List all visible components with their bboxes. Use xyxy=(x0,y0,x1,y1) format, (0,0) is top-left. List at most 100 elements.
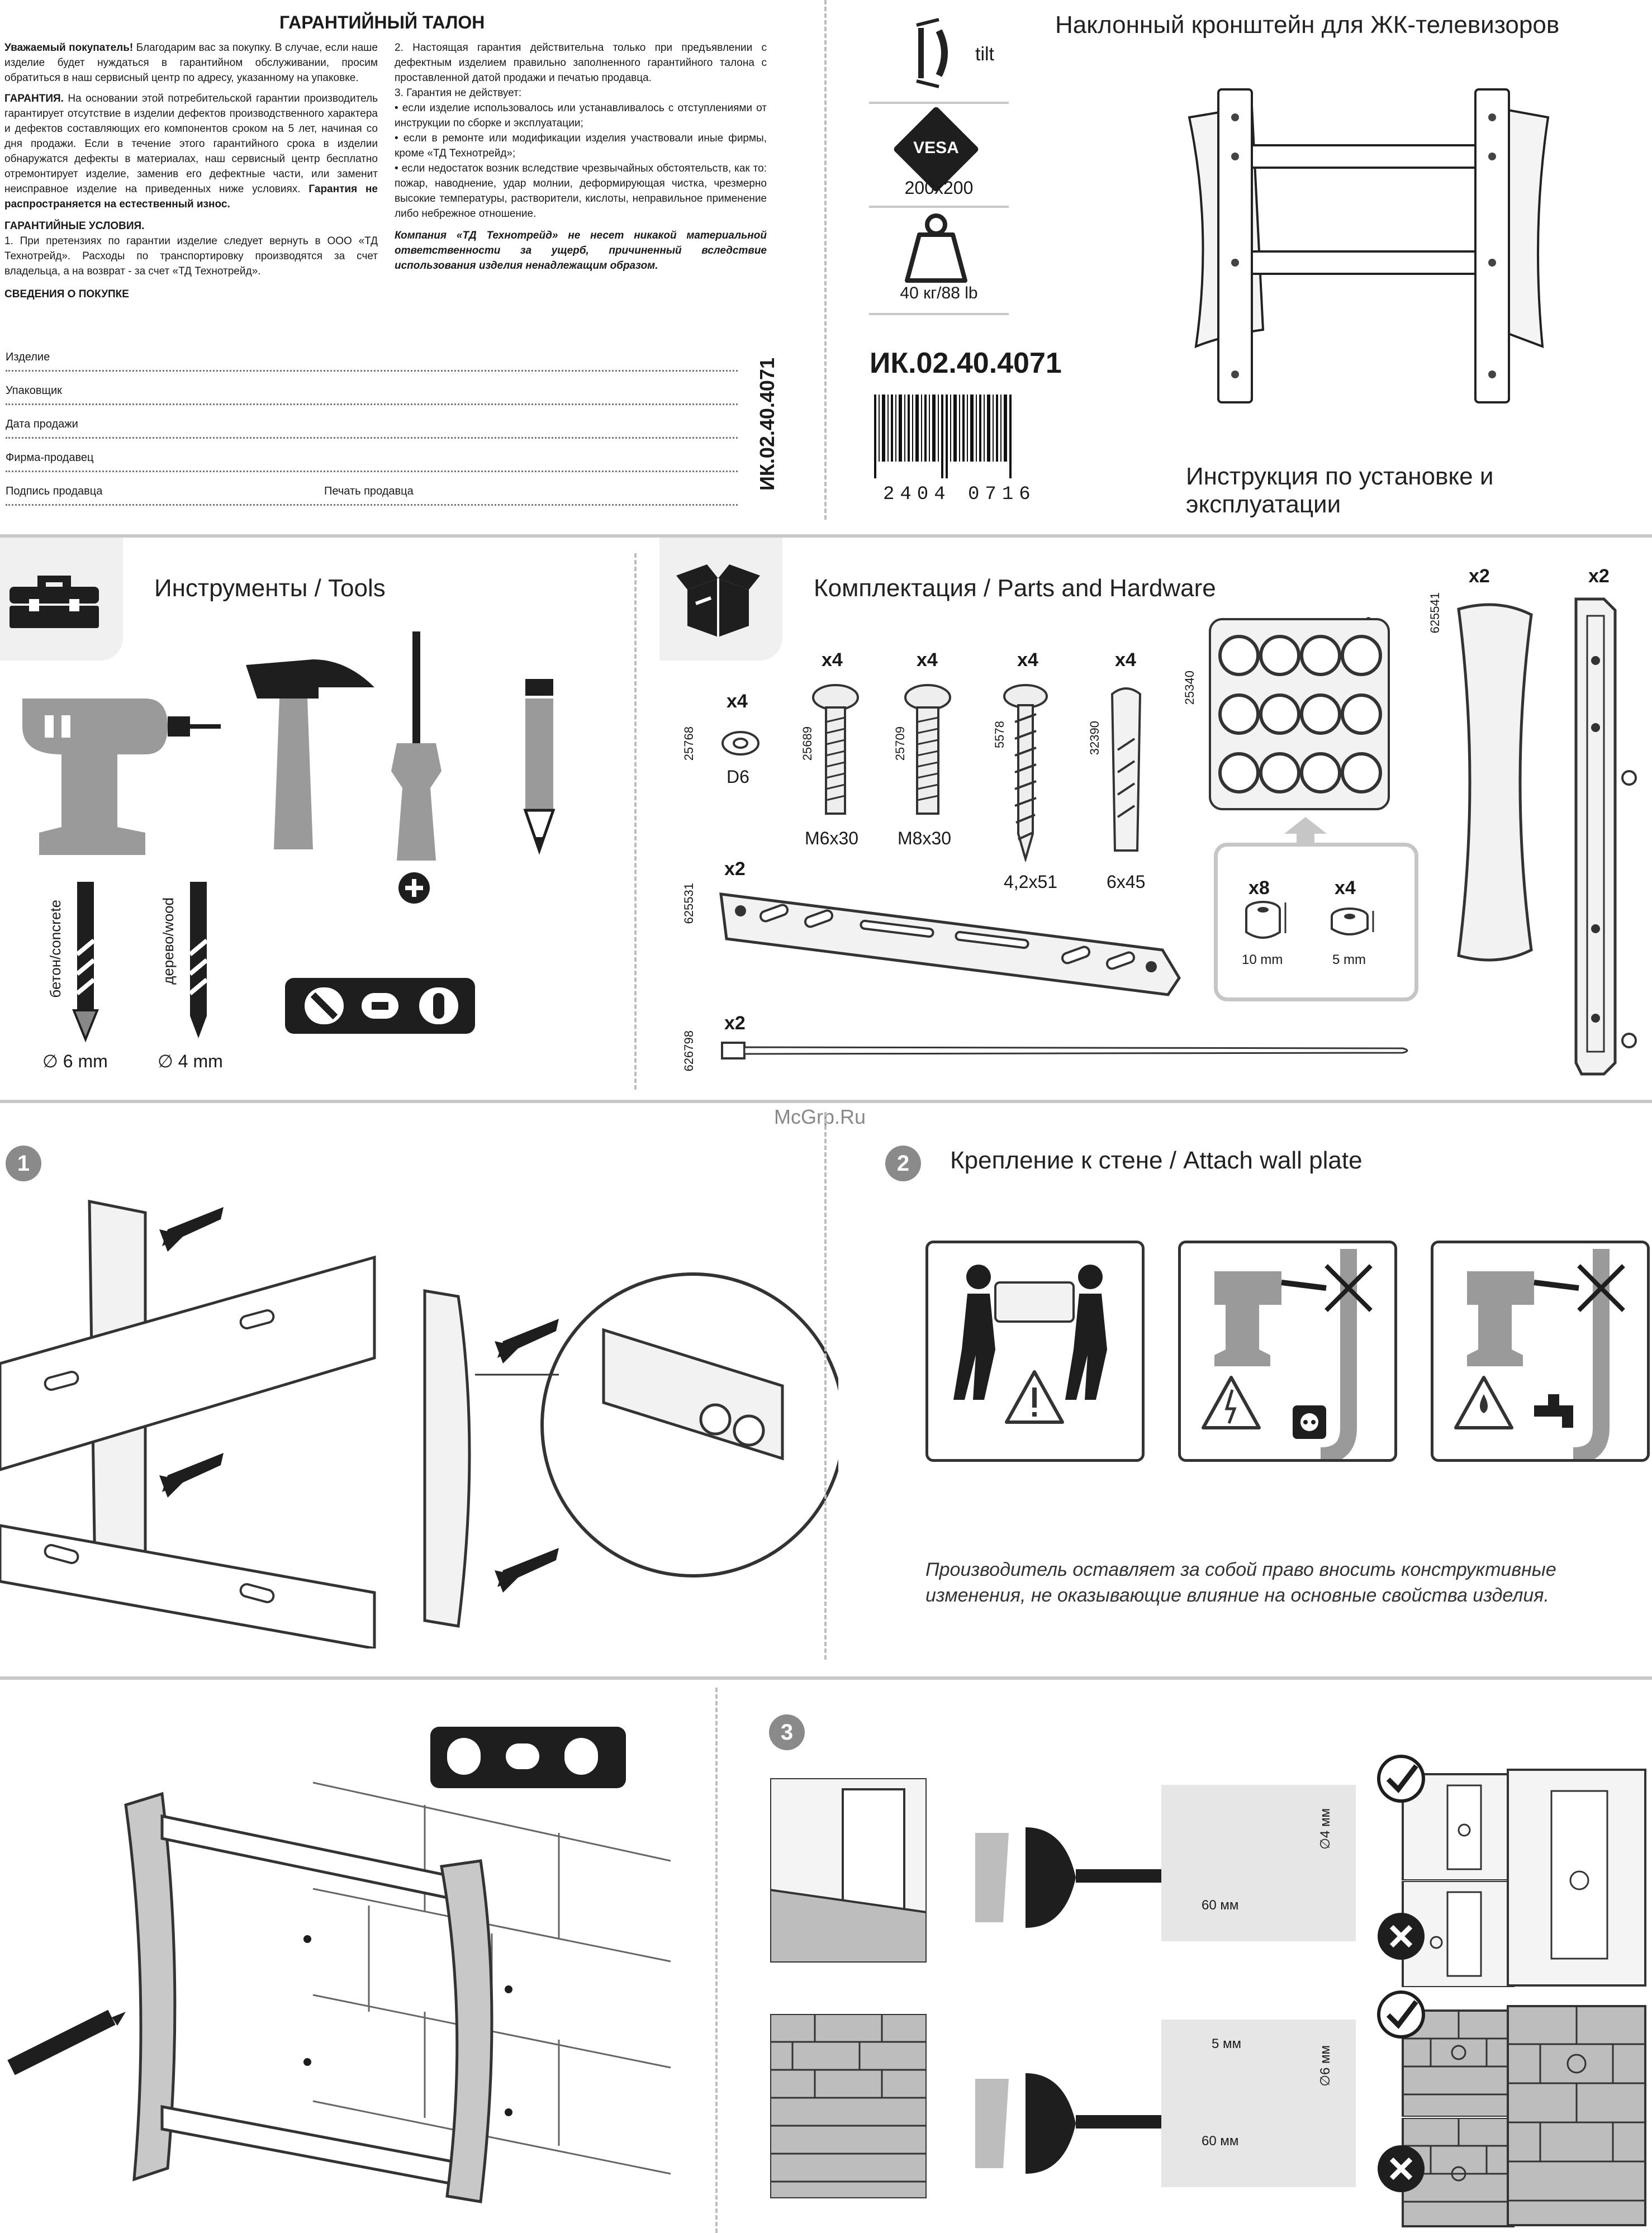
intro-text: Благодарим вас за покупку. В случае, есл… xyxy=(4,42,378,84)
top-vertical-separator xyxy=(824,0,827,520)
cable-tie-code: 626798 xyxy=(682,1030,696,1072)
brick-hole-area xyxy=(1161,2020,1356,2187)
step-2-note: Производитель оставляет за собой право в… xyxy=(925,1559,1556,1606)
tilt-label: tilt xyxy=(975,44,994,65)
model-code: ИК.02.40.4071 xyxy=(870,347,1062,379)
bolt-m6-icon xyxy=(812,684,859,815)
phillips-icon xyxy=(398,872,430,904)
arrow-up-icon xyxy=(1284,817,1327,845)
side-cover-code: 625541 xyxy=(1428,592,1442,634)
spacer-large-size: 5 mm xyxy=(1332,952,1366,967)
drill-concrete-size: ∅ 6 mm xyxy=(42,1051,108,1071)
brick-hole-diameter: ∅6 мм xyxy=(1318,2045,1333,2087)
warranty-left-column: Уважаемый покупатель! Благодарим вас за … xyxy=(4,40,378,302)
brick-offset: 5 мм xyxy=(1212,2036,1242,2051)
separator-2 xyxy=(0,1100,1652,1103)
no-drill-electric-icon xyxy=(1202,1249,1373,1464)
box-icon xyxy=(676,564,760,637)
barcode xyxy=(874,395,1012,478)
wood-stud-icon xyxy=(770,1778,927,1963)
cable-tie-icon xyxy=(721,1042,1408,1060)
step-2-badge: 2 xyxy=(885,1146,921,1181)
brick-result-panel xyxy=(1507,2005,1646,2226)
wood-hole-area xyxy=(1161,1785,1356,1941)
drill-wood-label: дерево/wood xyxy=(160,897,177,985)
spacer-small-icon xyxy=(1245,901,1287,939)
cover-subtitle: Инструкция по установке и эксплуатации xyxy=(1186,463,1494,518)
spacer-detail-panel xyxy=(1214,843,1418,1001)
field-packer[interactable]: Упаковщик xyxy=(6,384,738,405)
step-1-illustration xyxy=(0,1199,838,1648)
parts-heading: Комплектация / Parts and Hardware xyxy=(814,574,1216,602)
pencil-icon xyxy=(523,679,556,855)
spec-divider-2 xyxy=(869,206,1009,208)
anchor-code: 32390 xyxy=(1088,721,1102,756)
washer-icon xyxy=(721,731,759,756)
anchor-label: 6x45 xyxy=(1107,872,1146,892)
bottom-vertical-separator xyxy=(715,1688,718,2233)
wall-rail-code: 625531 xyxy=(682,883,696,924)
condition-2: 2. Настоящая гарантия действительна толь… xyxy=(395,42,767,84)
drill-wood-size: ∅ 4 mm xyxy=(158,1051,223,1071)
bolt-m8-label: M8x30 xyxy=(898,828,952,848)
spacer-large-icon xyxy=(1331,908,1374,935)
wood-drill-bit-icon xyxy=(188,882,208,1038)
field-sale-date[interactable]: Дата продажи xyxy=(6,418,738,439)
bolt-m6-label: M6x30 xyxy=(805,828,859,848)
washer-code: 25768 xyxy=(682,726,696,761)
vesa-size: 200x200 xyxy=(904,178,974,198)
field-product[interactable]: Изделие xyxy=(6,351,738,372)
field-seller-signature[interactable]: Подпись продавца Печать продавца xyxy=(6,485,738,506)
stamp-label: Печать продавца xyxy=(324,485,417,498)
bracket-illustration xyxy=(1188,88,1550,403)
anchor-qty: x4 xyxy=(1115,649,1136,671)
field-seller-firm[interactable]: Фирма-продавец xyxy=(6,452,738,472)
check-icon xyxy=(1377,1755,1425,1803)
toolbox-icon xyxy=(10,576,99,628)
screwdriver-icon xyxy=(391,631,442,861)
wood-result-panel xyxy=(1507,1769,1646,1987)
wall-rail-qty: x2 xyxy=(724,858,746,880)
wall-marking-illustration xyxy=(7,1727,671,2203)
step-1-2-separator xyxy=(824,1112,827,1660)
bullet-1: • если изделие использовалось или устана… xyxy=(395,102,767,129)
weight-label: 40 кг/88 lb xyxy=(900,284,978,302)
cable-tie-qty: x2 xyxy=(724,1013,746,1034)
concrete-drill-bit-icon xyxy=(72,882,99,1043)
step-3-badge: 3 xyxy=(769,1714,805,1750)
warning-panel-water xyxy=(1431,1241,1650,1464)
brick-wall-icon xyxy=(770,2014,927,2198)
bullet-3: • если недостаток возник вследствие чрез… xyxy=(395,163,767,220)
drill-concrete-label: бетон/concrete xyxy=(47,900,64,998)
purchase-title: СВЕДЕНИЯ О ПОКУПКЕ xyxy=(4,288,129,300)
check-icon-brick xyxy=(1377,1990,1425,2039)
bolt-m8-icon xyxy=(904,684,951,815)
condition-1: 1. При претензиях по гарантии изделие сл… xyxy=(4,235,378,277)
tilt-icon xyxy=(916,18,948,88)
cover-title: Наклонный кронштейн для ЖК-телевизоров xyxy=(1055,11,1560,39)
screw-icon xyxy=(1003,684,1048,862)
warning-panel-two-people xyxy=(925,1241,1145,1462)
tilt-arm-icon xyxy=(1574,597,1637,1076)
separator-1 xyxy=(0,534,1652,538)
tools-parts-separator xyxy=(634,553,637,1090)
washer-qty: x4 xyxy=(727,691,748,712)
disclaimer: Компания «ТД Технотрейд» не несет никако… xyxy=(395,230,767,272)
vesa-badge: VESA xyxy=(913,139,959,157)
drill-wood-depth-icon xyxy=(975,1827,1255,1928)
bolt-m6-qty: x4 xyxy=(822,649,843,671)
spec-divider-1 xyxy=(869,102,1009,104)
cross-icon-brick xyxy=(1378,2145,1425,2192)
barcode-digits: 2404 0716 xyxy=(883,484,1036,505)
spacer-small-size: 10 mm xyxy=(1242,952,1283,967)
two-people-lift-icon xyxy=(953,1265,1107,1424)
guarantee-text: На основании этой потребительской гарант… xyxy=(4,93,378,195)
warranty-right-column: 2. Настоящая гарантия действительна толь… xyxy=(395,40,767,273)
intro-bold: Уважаемый покупатель! xyxy=(4,42,134,54)
warranty-title: ГАРАНТИЙНЫЙ ТАЛОН xyxy=(279,12,485,32)
spacer-tray-icon xyxy=(1209,618,1390,810)
tools-heading: Инструменты / Tools xyxy=(154,574,386,602)
conditions-title: ГАРАНТИЙНЫЕ УСЛОВИЯ. xyxy=(4,220,145,232)
screw-qty: x4 xyxy=(1017,649,1038,671)
hammer-icon xyxy=(246,659,374,849)
